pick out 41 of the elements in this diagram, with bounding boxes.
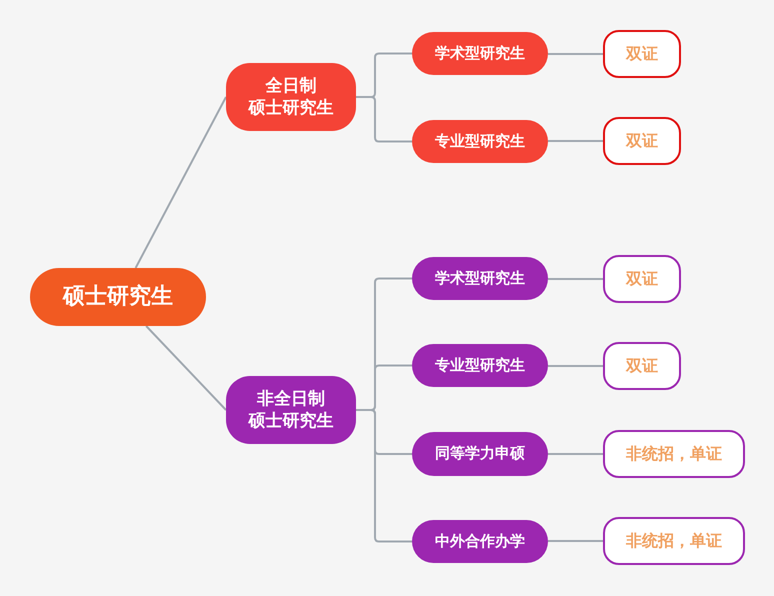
leaf-pill	[603, 430, 745, 478]
subtopic-pill	[412, 32, 548, 75]
subtopic-pill	[412, 432, 548, 476]
connector-line	[145, 325, 227, 411]
topic-text: 专业型研究生	[435, 356, 525, 376]
topic-text: 硕士研究生	[248, 410, 334, 432]
subtopic-pill	[412, 520, 548, 563]
topic-text: 学术型研究生	[435, 44, 525, 64]
subtopic-pill	[412, 257, 548, 300]
topic-text: 学术型研究生	[435, 268, 525, 288]
topic-text: 中外合作办学	[435, 532, 525, 552]
connector-line	[548, 453, 603, 455]
topic-text: 全日制	[266, 74, 316, 97]
connector-line	[356, 409, 412, 542]
connector-line	[548, 540, 603, 542]
leaf-pill	[603, 30, 681, 78]
topic-text: 双证	[626, 44, 658, 64]
topic-text: 硕士研究生	[248, 97, 334, 120]
branch-topic	[226, 63, 356, 131]
subtopic-pill	[412, 120, 548, 163]
connector-line	[548, 365, 603, 367]
subtopic-pill	[412, 344, 548, 387]
topic-text: 双证	[626, 356, 658, 376]
leaf-pill	[603, 117, 681, 165]
connector-line	[548, 278, 603, 280]
topic-text: 非全日制	[257, 388, 325, 410]
topic-text: 硕士研究生	[63, 282, 173, 311]
connector-line	[548, 53, 603, 55]
topic-text: 专业型研究生	[435, 132, 525, 152]
topic-text: 双证	[626, 130, 658, 152]
leaf-pill	[603, 342, 681, 390]
leaf-pill	[603, 517, 745, 565]
leaf-pill	[603, 255, 681, 303]
branch-topic	[226, 376, 356, 444]
connector-line	[356, 96, 412, 142]
topic-text: 非统招，单证	[626, 530, 722, 552]
connector-line	[548, 140, 603, 142]
topic-text: 双证	[626, 268, 658, 290]
topic-text: 同等学力申硕	[435, 444, 525, 464]
topic-text: 非统招，单证	[626, 444, 722, 464]
connector-line	[134, 96, 227, 268]
